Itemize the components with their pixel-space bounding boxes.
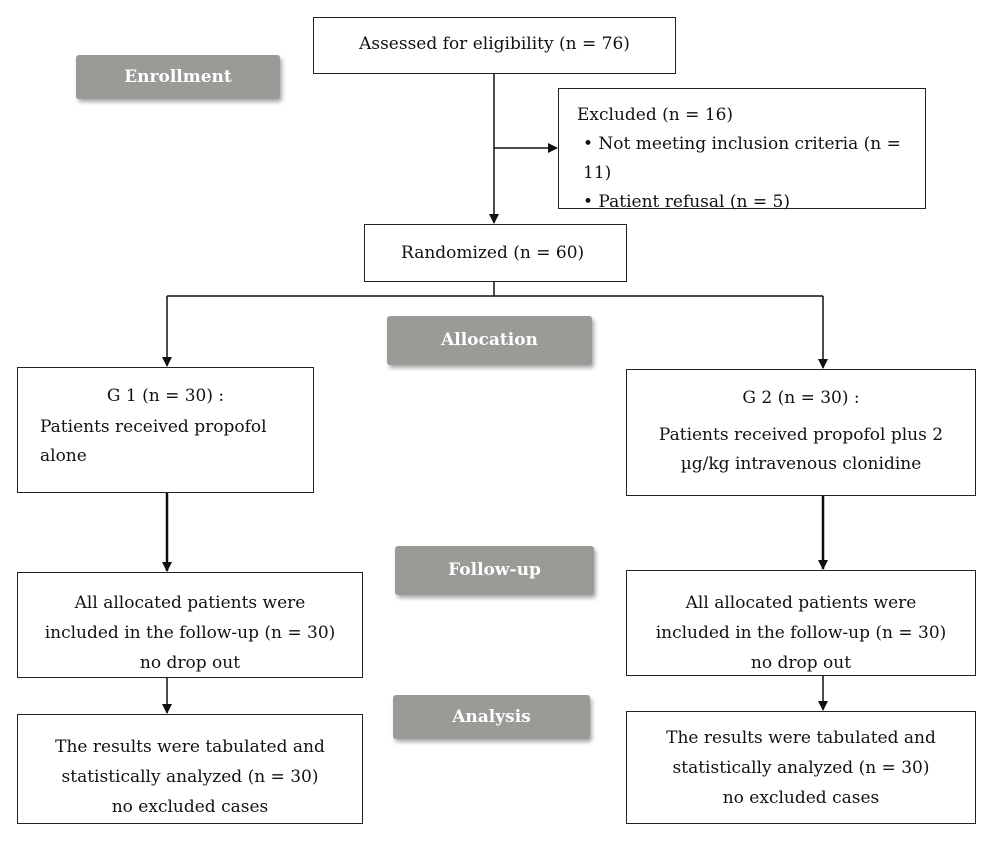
stage-allocation: Allocation [387, 316, 592, 365]
followup-left-line: included in the follow-up (n = 30) [44, 622, 336, 643]
excluded-item: • Not meeting inclusion criteria (n = 11… [583, 133, 901, 183]
excluded-box: Excluded (n = 16) • Not meeting inclusio… [558, 88, 926, 212]
assessed-box: Assessed for eligibility (n = 76) [313, 17, 676, 74]
group2-title: G 2 (n = 30) : [742, 388, 860, 408]
analysis-left-line: The results were tabulated and [55, 737, 325, 757]
analysis-right-line: no excluded cases [722, 787, 880, 808]
followup-left-line: All allocated patients were [74, 593, 306, 613]
stage-followup: Follow-up [395, 546, 594, 595]
randomized-box: Randomized (n = 60) [364, 224, 627, 282]
group1-description: Patients received propofol alone [40, 416, 267, 466]
group2-description: µg/kg intravenous clonidine [680, 453, 922, 474]
assessed-text: Assessed for eligibility (n = 76) [359, 34, 630, 54]
followup-right-line: included in the follow-up (n = 30) [655, 622, 947, 643]
excluded-item: • Patient refusal (n = 5) [583, 191, 790, 212]
stage-analysis: Analysis [393, 695, 590, 739]
analysis-left-box: The results were tabulated and statistic… [17, 714, 363, 824]
analysis-right-line: The results were tabulated and [666, 728, 936, 748]
group2-box: G 2 (n = 30) : Patients received propofo… [626, 369, 976, 496]
group1-box: G 1 (n = 30) : Patients received propofo… [17, 367, 314, 493]
excluded-title: Excluded (n = 16) [577, 105, 734, 125]
group2-description: Patients received propofol plus 2 [658, 424, 944, 445]
followup-left-box: All allocated patients were included in … [17, 572, 363, 678]
randomized-text: Randomized (n = 60) [401, 243, 585, 263]
stage-enrollment: Enrollment [76, 55, 280, 99]
analysis-left-line: no excluded cases [111, 796, 269, 817]
analysis-left-line: statistically analyzed (n = 30) [61, 766, 319, 787]
followup-left-line: no drop out [139, 652, 241, 673]
analysis-right-line: statistically analyzed (n = 30) [672, 757, 930, 778]
group1-title: G 1 (n = 30) : [106, 386, 225, 406]
followup-right-line: no drop out [750, 652, 852, 673]
analysis-right-box: The results were tabulated and statistic… [626, 711, 976, 824]
followup-right-box: All allocated patients were included in … [626, 570, 976, 676]
followup-right-line: All allocated patients were [685, 593, 917, 613]
